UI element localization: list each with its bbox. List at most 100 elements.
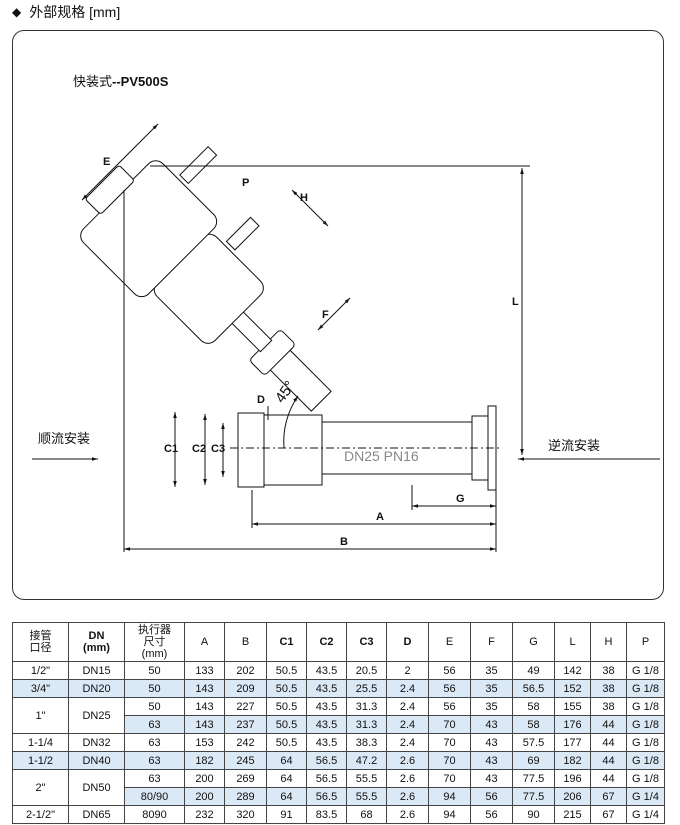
table-cell: 77.5 xyxy=(512,769,555,788)
column-header-line: F xyxy=(488,636,495,648)
table-cell: 67 xyxy=(590,787,627,806)
table-cell: 2.4 xyxy=(386,679,429,698)
table-cell: 3/4" xyxy=(12,679,69,698)
table-cell: 43.5 xyxy=(306,661,347,680)
table-cell: DN32 xyxy=(68,733,125,752)
table-cell: 2.4 xyxy=(386,715,429,734)
table-cell: 44 xyxy=(590,733,627,752)
table-cell: 2" xyxy=(12,769,69,806)
column-header: H xyxy=(590,622,627,662)
table-cell: 177 xyxy=(554,733,591,752)
table-cell: 209 xyxy=(224,679,267,698)
table-cell: 202 xyxy=(224,661,267,680)
table-cell: 182 xyxy=(184,751,225,770)
table-cell: 58 xyxy=(512,697,555,716)
table-cell: 215 xyxy=(554,805,591,824)
label-c2: C2 xyxy=(192,443,206,455)
column-header: P xyxy=(626,622,665,662)
table-cell: DN50 xyxy=(68,769,125,806)
inlet-port xyxy=(261,414,323,486)
table-cell: G 1/8 xyxy=(626,751,665,770)
table-cell: DN15 xyxy=(68,661,125,680)
table-cell: 38 xyxy=(590,697,627,716)
air-port-upper xyxy=(179,145,218,185)
column-header: F xyxy=(470,622,513,662)
table-cell: 70 xyxy=(428,769,471,788)
table-cell: DN40 xyxy=(68,751,125,770)
column-header: 接管口径 xyxy=(12,622,69,662)
column-header: E xyxy=(428,622,471,662)
label-c1: C1 xyxy=(164,443,178,455)
diamond-bullet-icon: ◆ xyxy=(12,5,22,19)
table-cell: 200 xyxy=(184,769,225,788)
table-cell: 2 xyxy=(386,661,429,680)
table-cell: 94 xyxy=(428,787,471,806)
table-cell: 43 xyxy=(470,751,513,770)
table-cell: 1-1/2 xyxy=(12,751,69,770)
table-cell: DN25 xyxy=(68,697,125,734)
table-cell: 43.5 xyxy=(306,679,347,698)
table-cell: 38 xyxy=(590,661,627,680)
table-cell: 44 xyxy=(590,769,627,788)
table-cell: 182 xyxy=(554,751,591,770)
table-cell: DN20 xyxy=(68,679,125,698)
table-cell: 50.5 xyxy=(266,733,307,752)
table-cell: 143 xyxy=(184,697,225,716)
table-cell: 50.5 xyxy=(266,661,307,680)
table-cell: 232 xyxy=(184,805,225,824)
table-cell: 44 xyxy=(590,751,627,770)
column-header: G xyxy=(512,622,555,662)
table-cell: 50.5 xyxy=(266,715,307,734)
table-cell: 2.4 xyxy=(386,697,429,716)
column-header: B xyxy=(224,622,267,662)
table-cell: 35 xyxy=(470,697,513,716)
table-cell: 56.5 xyxy=(512,679,555,698)
column-header-line: 执行器 xyxy=(138,624,171,636)
table-cell: 38 xyxy=(590,679,627,698)
table-cell: 2.6 xyxy=(386,805,429,824)
table-cell: 196 xyxy=(554,769,591,788)
table-cell: 80/90 xyxy=(124,787,185,806)
label-d: D xyxy=(257,394,265,406)
right-flow-label: 逆流安装 xyxy=(548,438,600,454)
label-e: E xyxy=(103,156,110,168)
table-cell: 49 xyxy=(512,661,555,680)
section-title-text: 外部规格 [mm] xyxy=(29,4,121,20)
table-cell: 1" xyxy=(12,697,69,734)
table-cell: 289 xyxy=(224,787,267,806)
table-cell: 153 xyxy=(184,733,225,752)
table-cell: 237 xyxy=(224,715,267,734)
table-cell: 77.5 xyxy=(512,787,555,806)
table-cell: 69 xyxy=(512,751,555,770)
table-cell: 152 xyxy=(554,679,591,698)
table-cell: 56 xyxy=(470,787,513,806)
model-code: --PV500S xyxy=(112,74,169,89)
table-cell: 133 xyxy=(184,661,225,680)
column-header-line: G xyxy=(529,636,538,648)
valve-drawing: E P H F L D C1 C2 C3 A B G 45° DN25 PN16… xyxy=(32,123,660,552)
column-header-line: C1 xyxy=(279,636,294,648)
table-cell: G 1/8 xyxy=(626,679,665,698)
table-cell: 64 xyxy=(266,751,307,770)
table-cell: 206 xyxy=(554,787,591,806)
column-header-line: 接管 xyxy=(29,630,52,642)
table-cell: G 1/8 xyxy=(626,661,665,680)
table-cell: 70 xyxy=(428,751,471,770)
table-cell: 20.5 xyxy=(346,661,387,680)
table-cell: 43.5 xyxy=(306,697,347,716)
table-cell: 2.4 xyxy=(386,733,429,752)
label-g: G xyxy=(456,493,465,505)
table-cell: 320 xyxy=(224,805,267,824)
column-header-line: 口径 xyxy=(29,642,52,654)
table-cell: 50 xyxy=(124,679,185,698)
air-port-lower xyxy=(225,216,260,251)
column-header-line: H xyxy=(604,636,613,648)
table-cell: 43 xyxy=(470,769,513,788)
column-header: C2 xyxy=(306,622,347,662)
table-cell: 57.5 xyxy=(512,733,555,752)
